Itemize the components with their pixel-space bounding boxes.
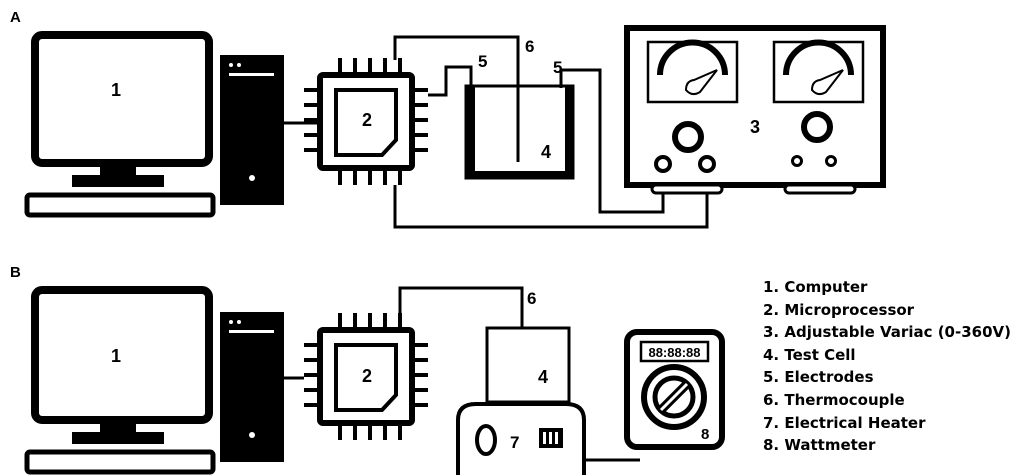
- tower-led-a: [229, 63, 233, 67]
- tower-led-b: [229, 320, 233, 324]
- variac-a: 3: [624, 25, 886, 195]
- callout-8-b: 8: [701, 426, 709, 443]
- keyboard-b: [24, 449, 216, 475]
- computer-a: 1: [24, 31, 284, 218]
- cell-bottom-a: [466, 171, 573, 178]
- callout-4-a: 4: [541, 142, 551, 162]
- cell-left-wall-a: [466, 86, 475, 178]
- terminal-left-a: [654, 155, 672, 173]
- chip-inner-a: [334, 88, 398, 157]
- variac-foot-right-a: [783, 183, 857, 195]
- callout-4-b: 4: [538, 367, 548, 387]
- microprocessor-b: 2: [304, 313, 428, 440]
- callout-5-a-right: 5: [553, 58, 562, 77]
- legend: 1. Computer 2. Microprocessor 3. Adjusta…: [763, 276, 1011, 457]
- needle-right-a: [810, 69, 844, 96]
- dial-right-a: [801, 111, 833, 143]
- microprocessor-a: 2: [304, 58, 428, 185]
- callout-2-a: 2: [362, 110, 372, 130]
- electrical-heater-b: 7: [456, 402, 586, 475]
- tower-a: [220, 55, 284, 205]
- legend-item-variac: 3. Adjustable Variac (0-360V): [763, 323, 1011, 342]
- test-cell-b: 4: [485, 326, 571, 404]
- tower-led-b2: [237, 320, 241, 324]
- wattmeter-display-b: [639, 340, 710, 363]
- variac-foot-left-a: [650, 183, 724, 195]
- callout-1-a: 1: [111, 80, 121, 100]
- meter-left-a: [646, 39, 739, 104]
- monitor-stand-b: [100, 420, 136, 432]
- legend-item-microprocessor: 2. Microprocessor: [763, 300, 915, 319]
- monitor-b: [31, 286, 213, 424]
- callout-5-a-left: 5: [478, 52, 487, 71]
- tower-button-b: [249, 432, 255, 438]
- heater-body-b: [456, 402, 586, 475]
- tower-drive-a: [229, 73, 274, 76]
- legend-item-wattmeter: 8. Wattmeter: [763, 436, 876, 455]
- keyboard-a: [24, 192, 216, 218]
- terminal-4-a: [825, 155, 837, 167]
- legend-item-electrodes: 5. Electrodes: [763, 368, 874, 387]
- callout-1-b: 1: [111, 346, 121, 366]
- wiring-a: [284, 35, 709, 229]
- tower-button-a: [249, 175, 255, 181]
- chip-pins-a: [304, 58, 428, 185]
- terminal-right-a: [698, 155, 716, 173]
- wire-electrode-right-a: [559, 68, 665, 214]
- dial-left-a: [672, 121, 704, 153]
- callout-6-b: 6: [527, 289, 536, 308]
- tower-led-a2: [237, 63, 241, 67]
- chip-pins-b: [304, 313, 428, 440]
- panel-label-a: A: [10, 9, 21, 26]
- monitor-a: [31, 31, 213, 167]
- legend-item-heater: 7. Electrical Heater: [763, 413, 926, 432]
- monitor-stand-a: [100, 163, 136, 175]
- test-cell-a: 4: [464, 84, 575, 180]
- meter-right-a: [772, 39, 865, 104]
- wire-thermocouple-a: [393, 35, 520, 162]
- chip-inner-b: [334, 343, 398, 412]
- panel-label-b: B: [10, 264, 21, 281]
- callout-3-a: 3: [750, 117, 760, 137]
- needle-left-a: [684, 69, 718, 96]
- legend-item-computer: 1. Computer: [763, 278, 868, 296]
- wattmeter-display-text-b: 88:88:88: [648, 345, 700, 360]
- legend-item-test-cell: 4. Test Cell: [763, 345, 856, 364]
- cell-beaker-b: [485, 326, 571, 404]
- computer-b: 1: [24, 286, 284, 475]
- legend-item-thermocouple: 6. Thermocouple: [763, 390, 905, 409]
- callout-7-b: 7: [510, 433, 519, 452]
- monitor-base-b: [72, 432, 164, 444]
- monitor-base-a: [72, 175, 164, 187]
- tower-b: [220, 312, 284, 462]
- heater-knob-b: [475, 424, 497, 456]
- tower-drive-b: [229, 330, 274, 333]
- wattmeter-b: 88:88:88 8: [624, 329, 725, 450]
- wire-return-a: [393, 168, 709, 229]
- callout-2-b: 2: [362, 366, 372, 386]
- cell-right-wall-a: [565, 86, 573, 178]
- wire-electrode-left-a: [428, 65, 473, 97]
- terminal-3-a: [791, 155, 803, 167]
- callout-6-a: 6: [525, 37, 534, 56]
